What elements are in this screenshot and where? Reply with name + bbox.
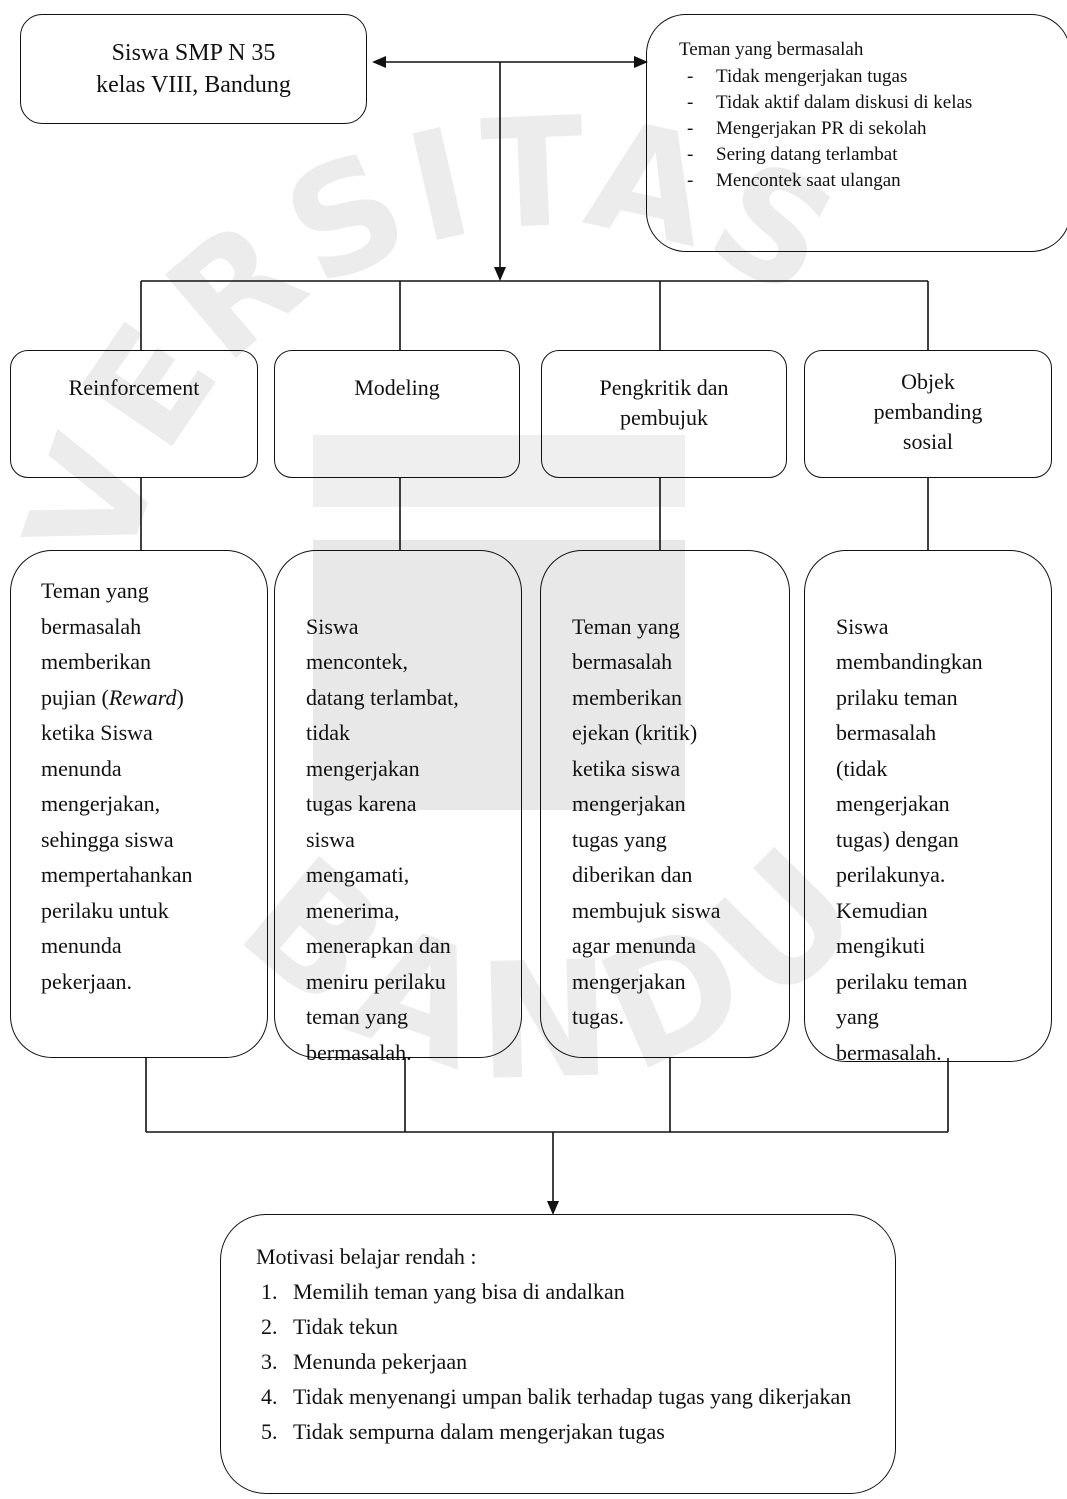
- description-text: Siswa membandingkan prilaku teman bermas…: [836, 613, 983, 1065]
- item-text: Tidak tekun: [293, 1314, 398, 1339]
- item-text: Tidak menyenangi umpan balik terhadap tu…: [293, 1384, 852, 1409]
- list-item: Mencontek saat ulangan: [679, 168, 1060, 194]
- problem-friends-box: Teman yang bermasalah Tidak mengerjakan …: [646, 14, 1067, 252]
- item-number: 3.: [261, 1349, 278, 1374]
- list-item: 3. Menunda pekerjaan: [256, 1344, 885, 1379]
- description-pengkritik-pembujuk: Teman yang bermasalah memberikan ejekan …: [540, 550, 790, 1058]
- item-text: Memilih teman yang bisa di andalkan: [293, 1279, 625, 1304]
- list-item: 4. Tidak menyenangi umpan balik terhadap …: [256, 1379, 885, 1414]
- item-number: 5.: [261, 1419, 278, 1444]
- subject-box: Siswa SMP N 35 kelas VIII, Bandung: [20, 14, 367, 124]
- item-number: 4.: [261, 1384, 278, 1409]
- outcome-box: Motivasi belajar rendah : 1. Memilih tema…: [220, 1214, 896, 1494]
- heading-label: Reinforcement: [68, 375, 200, 400]
- problem-list: Tidak mengerjakan tugas Tidak aktif dala…: [679, 64, 1060, 194]
- description-text: Siswa mencontek, datang terlambat, tidak…: [306, 613, 459, 1065]
- heading-modeling: Modeling: [274, 350, 520, 478]
- heading-label: pembujuk: [620, 405, 708, 430]
- list-item: 5. Tidak sempurna dalam mengerjakan tugas: [256, 1414, 885, 1449]
- heading-label: Objek: [901, 369, 955, 394]
- list-item: 2. Tidak tekun: [256, 1309, 885, 1344]
- heading-pengkritik-pembujuk: Pengkritik dan pembujuk: [541, 350, 787, 478]
- heading-label: Modeling: [354, 375, 440, 400]
- list-item: Sering datang terlambat: [679, 142, 1060, 168]
- description-objek-pembanding-sosial: Siswa membandingkan prilaku teman bermas…: [804, 550, 1052, 1065]
- description-text: ) ketika Siswa menunda mengerjakan, sehi…: [41, 684, 193, 994]
- description-reinforcement: Teman yang bermasalah memberikan pujian …: [10, 550, 268, 1058]
- list-item: 1. Memilih teman yang bisa di andalkan: [256, 1274, 885, 1309]
- outcome-list: 1. Memilih teman yang bisa di andalkan 2.…: [256, 1274, 885, 1449]
- subject-line-1: Siswa SMP N 35: [111, 40, 276, 66]
- subject-line-2: kelas VIII, Bandung: [96, 72, 291, 98]
- description-text: Teman yang bermasalah memberikan pujian …: [41, 578, 151, 710]
- heading-objek-pembanding-sosial: Objek pembanding sosial: [804, 350, 1052, 478]
- heading-label: sosial: [902, 429, 954, 454]
- description-italic: Reward: [108, 684, 177, 710]
- problem-friends-title: Teman yang bermasalah: [679, 39, 864, 60]
- outcome-title: Motivasi belajar rendah :: [256, 1244, 477, 1269]
- heading-label: pembanding: [873, 399, 983, 424]
- list-item: Mengerjakan PR di sekolah: [679, 116, 1060, 142]
- description-text: Teman yang bermasalah memberikan ejekan …: [572, 613, 721, 1030]
- description-modeling: Siswa mencontek, datang terlambat, tidak…: [274, 550, 522, 1065]
- item-text: Tidak sempurna dalam mengerjakan tugas: [293, 1419, 665, 1444]
- heading-label: Pengkritik dan: [599, 375, 729, 400]
- heading-reinforcement: Reinforcement: [10, 350, 258, 478]
- item-text: Menunda pekerjaan: [293, 1349, 468, 1374]
- item-number: 1.: [261, 1279, 278, 1304]
- list-item: Tidak aktif dalam diskusi di kelas: [679, 90, 1060, 116]
- item-number: 2.: [261, 1314, 278, 1339]
- list-item: Tidak mengerjakan tugas: [679, 64, 1060, 90]
